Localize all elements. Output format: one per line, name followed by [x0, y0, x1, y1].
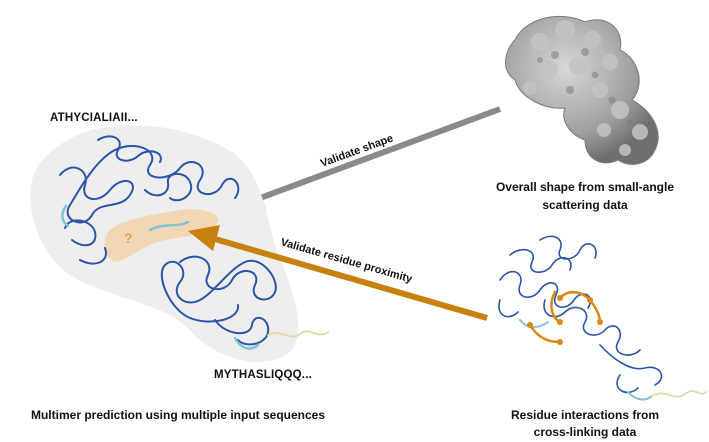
saxs-surface-model — [505, 15, 659, 165]
crosslink-caption-line2: cross-linking data — [534, 425, 637, 439]
interface-question-mark: ? — [124, 230, 133, 246]
validate-shape-arrow — [228, 106, 502, 209]
saxs-caption-line2: scattering data — [542, 198, 628, 212]
multimer-ribbon-model: ? — [59, 135, 329, 350]
validate-proximity-arrow — [188, 225, 488, 321]
interface-patch — [104, 209, 219, 262]
crosslink-caption-line1: Residue interactions from — [511, 408, 659, 422]
saxs-caption-line1: Overall shape from small-angle — [496, 180, 674, 194]
sequence-b-label: MYTHASLIQQQ... — [214, 369, 312, 381]
multimer-caption: Multimer prediction using multiple input… — [31, 408, 325, 422]
crosslink-ribbon-model — [498, 235, 707, 401]
multimer-envelope — [30, 125, 299, 362]
sequence-a-label: ATHYCIALIAII... — [50, 112, 138, 124]
